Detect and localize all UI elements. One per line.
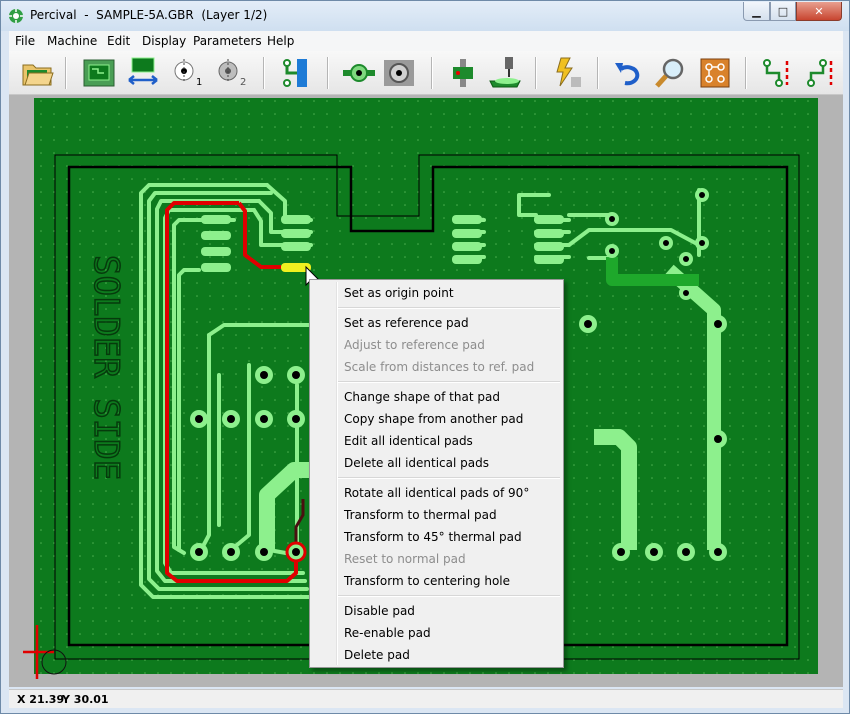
route-alt-button[interactable]: [803, 55, 839, 91]
menu-item-delete-pad[interactable]: Delete pad: [344, 648, 410, 662]
toolbar-separator: [745, 57, 747, 89]
menu-item-edit-identical[interactable]: Edit all identical pads: [344, 434, 473, 448]
menu-item-delete-identical[interactable]: Delete all identical pads: [344, 456, 489, 470]
laser-burn-icon: [556, 57, 581, 87]
toolbar: 1 2: [9, 51, 843, 95]
percival-logo-icon: [9, 9, 23, 23]
pad-icon: [343, 64, 375, 82]
board-icon: [83, 59, 115, 87]
maximize-button[interactable]: □: [770, 2, 796, 21]
smd-pads: [201, 215, 564, 272]
maximize-icon: □: [777, 4, 789, 18]
menu-item-centering-hole[interactable]: Transform to centering hole: [344, 574, 511, 588]
close-icon: ✕: [814, 4, 824, 18]
menu-separator: [338, 307, 560, 309]
menu-edit[interactable]: Edit: [107, 34, 131, 48]
pad-context-menu: Set as origin point Set as reference pad…: [309, 279, 564, 668]
menu-item-scale-from-distances: Scale from distances to ref. pad: [344, 360, 535, 374]
menu-help[interactable]: Help: [267, 34, 295, 48]
thermal-pad-button[interactable]: [381, 55, 417, 91]
status-x-coordinate: X 21.39: [17, 693, 65, 706]
title-bar[interactable]: Percival - SAMPLE-5A.GBR (Layer 1/2) ▁ □…: [1, 1, 849, 31]
tool-1-icon: [174, 59, 194, 83]
menu-item-reset-normal-pad: Reset to normal pad: [344, 552, 466, 566]
route-icon: [763, 59, 789, 87]
menu-separator: [338, 477, 560, 479]
tool-2-icon: [218, 59, 238, 83]
menu-icon-gutter: [336, 282, 338, 665]
toolbar-separator: [327, 57, 329, 89]
menu-item-copy-shape[interactable]: Copy shape from another pad: [344, 412, 524, 426]
open-folder-icon: [22, 64, 54, 86]
open-button[interactable]: [19, 55, 55, 91]
menu-display[interactable]: Display: [142, 34, 187, 48]
traces: [139, 183, 701, 599]
tool-1-label: 1: [196, 77, 203, 88]
full-board-icon: [700, 58, 730, 88]
dark-trace: [294, 499, 305, 553]
thermal-pad-icon: [384, 60, 414, 86]
wide-traces: [259, 257, 721, 550]
menu-separator: [338, 595, 560, 597]
undo-icon: [615, 63, 640, 86]
laser-burn-button[interactable]: [549, 55, 585, 91]
layer-trace-icon: [283, 59, 307, 87]
menu-parameters[interactable]: Parameters: [193, 34, 262, 48]
menu-separator: [338, 381, 560, 383]
menu-machine[interactable]: Machine: [47, 34, 98, 48]
menu-item-thermal-pad[interactable]: Transform to thermal pad: [344, 508, 497, 522]
zoom-icon: [655, 58, 684, 88]
pcb-component-icon: [453, 59, 473, 87]
menu-item-reenable-pad[interactable]: Re-enable pad: [344, 626, 431, 640]
menu-item-change-shape[interactable]: Change shape of that pad: [344, 390, 500, 404]
toolbar-separator: [535, 57, 537, 89]
route-alt-icon: [807, 59, 833, 87]
status-y-coordinate: Y 30.01: [62, 693, 109, 706]
tool-1-button[interactable]: 1: [169, 55, 205, 91]
status-bar: X 21.39 Y 30.01: [9, 689, 843, 708]
toolbar-separator: [65, 57, 67, 89]
menu-item-45-thermal-pad[interactable]: Transform to 45° thermal pad: [344, 530, 522, 544]
route-button[interactable]: [759, 55, 795, 91]
selected-pad[interactable]: [281, 263, 311, 272]
menu-file[interactable]: File: [15, 34, 36, 48]
trace-layer-button[interactable]: [277, 55, 313, 91]
toolbar-separator: [431, 57, 433, 89]
show-board-button[interactable]: [81, 55, 117, 91]
silkscreen-text: SOLDER SIDE: [86, 255, 126, 480]
pad-button[interactable]: [341, 55, 377, 91]
flip-board-button[interactable]: [125, 55, 161, 91]
window-title: Percival - SAMPLE-5A.GBR (Layer 1/2): [30, 8, 268, 22]
tool-2-button[interactable]: 2: [213, 55, 249, 91]
through-hole-pads: [190, 188, 727, 563]
board-outline: [54, 154, 800, 660]
menu-item-set-reference-pad[interactable]: Set as reference pad: [344, 316, 469, 330]
zoom-button[interactable]: [653, 55, 689, 91]
origin-marker: [23, 625, 67, 679]
full-board-button[interactable]: [697, 55, 733, 91]
menu-item-rotate-identical[interactable]: Rotate all identical pads of 90°: [344, 486, 530, 500]
tool-2-label: 2: [240, 77, 247, 88]
minimize-icon: ▁: [752, 4, 761, 18]
menu-item-disable-pad[interactable]: Disable pad: [344, 604, 415, 618]
minimize-button[interactable]: ▁: [743, 2, 770, 21]
drill-machine-icon: [489, 57, 521, 88]
drill-machine-button[interactable]: [487, 55, 523, 91]
toolbar-separator: [263, 57, 265, 89]
toolbar-separator: [597, 57, 599, 89]
close-button[interactable]: ✕: [796, 2, 842, 21]
menu-bar: File Machine Edit Display Parameters Hel…: [9, 31, 843, 51]
selected-trace: [165, 201, 298, 583]
flip-board-icon: [128, 57, 158, 85]
menu-item-adjust-to-reference: Adjust to reference pad: [344, 338, 485, 352]
component-button[interactable]: [445, 55, 481, 91]
menu-item-set-origin[interactable]: Set as origin point: [344, 286, 454, 300]
undo-button[interactable]: [611, 55, 647, 91]
